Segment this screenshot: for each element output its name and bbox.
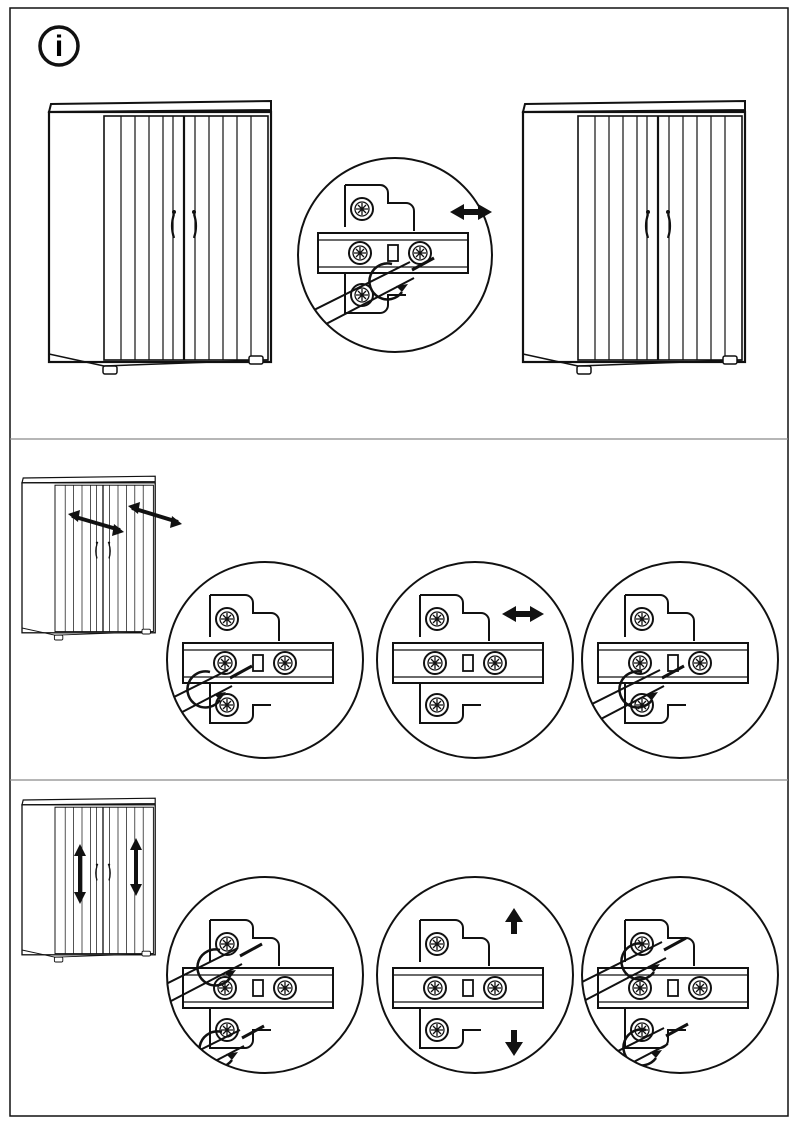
cabinet-after xyxy=(521,99,747,376)
hinge-detail-side-3 xyxy=(581,561,779,759)
cabinet-before xyxy=(47,99,273,376)
arrow-down-icon xyxy=(505,1030,523,1056)
double-arrow-icon xyxy=(131,506,179,524)
hinge-detail-height-3 xyxy=(581,876,779,1074)
hinge-detail-gap xyxy=(297,157,493,353)
double-arrow-icon xyxy=(450,204,492,220)
hinge-detail-height-1 xyxy=(166,876,364,1074)
double-arrow-icon xyxy=(71,514,121,532)
page-border xyxy=(9,7,789,1117)
hinge-detail-side-2 xyxy=(376,561,574,759)
info-icon: i xyxy=(37,24,81,68)
hinge-detail-height-2 xyxy=(376,876,574,1074)
hinge-detail-side-1 xyxy=(166,561,364,759)
info-label: i xyxy=(55,30,63,63)
double-arrow-icon xyxy=(502,606,544,622)
cabinet-height-adjust xyxy=(21,797,156,963)
arrow-up-icon xyxy=(505,908,523,934)
cabinet-side-adjust xyxy=(21,475,182,641)
